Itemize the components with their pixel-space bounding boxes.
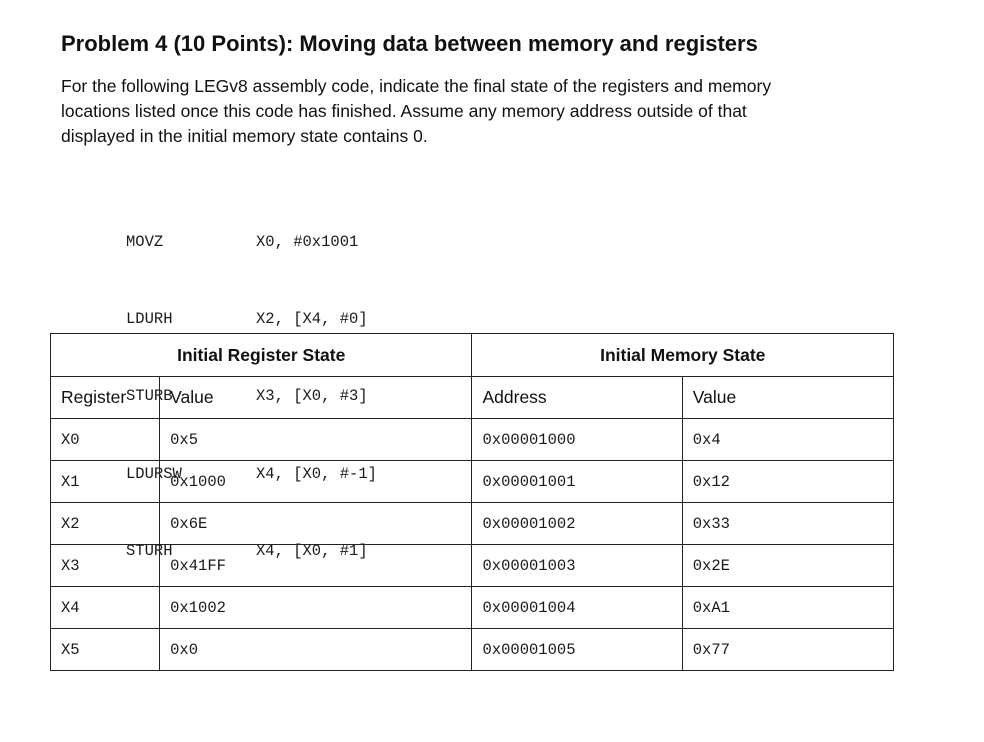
register-name: X1 <box>49 460 161 503</box>
register-state-heading: Initial Register State <box>49 333 473 377</box>
problem-instructions: For the following LEGv8 assembly code, i… <box>61 74 921 149</box>
register-value: 0x1000 <box>159 460 473 503</box>
table-row: X2 0x6E 0x00001002 0x33 <box>49 502 895 545</box>
register-name: X2 <box>49 502 161 545</box>
code-operands: X0, #0x1001 <box>256 232 359 251</box>
code-line: MOVZ X0, #0x1001 <box>126 230 377 256</box>
register-value: 0x41FF <box>159 544 473 587</box>
table-row: X4 0x1002 0x00001004 0xA1 <box>49 586 895 629</box>
memory-address: 0x00001005 <box>471 628 683 671</box>
code-operands: X2, [X4, #0] <box>256 309 368 328</box>
address-column-header: Address <box>471 376 683 419</box>
code-line: LDURH X2, [X4, #0] <box>126 307 377 333</box>
register-name: X3 <box>49 544 161 587</box>
memory-address: 0x00001002 <box>471 502 683 545</box>
code-opcode: MOVZ <box>126 232 164 251</box>
table-group-header-row: Initial Register State Initial Memory St… <box>49 333 894 377</box>
memory-value: 0xA1 <box>681 586 895 629</box>
instruction-line: For the following LEGv8 assembly code, i… <box>61 76 772 96</box>
register-value: 0x1002 <box>159 586 473 629</box>
memory-value: 0x77 <box>681 628 895 671</box>
table-column-header-row: Register Value Address Value <box>49 376 895 419</box>
initial-state-table: Initial Register State Initial Memory St… <box>49 333 895 671</box>
memory-address: 0x00001001 <box>471 460 683 503</box>
instruction-line: displayed in the initial memory state co… <box>61 126 428 146</box>
register-value: 0x0 <box>159 628 473 671</box>
memory-value: 0x12 <box>681 460 895 503</box>
register-value-column-header: Value <box>159 376 473 419</box>
table-row: X3 0x41FF 0x00001003 0x2E <box>49 544 895 587</box>
memory-value: 0x2E <box>681 544 895 587</box>
problem-title: Problem 4 (10 Points): Moving data betwe… <box>61 31 758 56</box>
memory-value: 0x4 <box>681 418 895 461</box>
memory-value-column-header: Value <box>681 376 895 419</box>
instruction-line: locations listed once this code has fini… <box>61 101 747 121</box>
register-value: 0x5 <box>159 418 473 461</box>
memory-value: 0x33 <box>681 502 895 545</box>
code-opcode: LDURH <box>126 309 173 328</box>
memory-address: 0x00001000 <box>471 418 683 461</box>
table-row: X0 0x5 0x00001000 0x4 <box>49 418 895 461</box>
register-name: X5 <box>49 628 161 671</box>
register-name: X0 <box>49 418 161 461</box>
register-value: 0x6E <box>159 502 473 545</box>
register-column-header: Register <box>49 376 161 419</box>
memory-address: 0x00001003 <box>471 544 683 587</box>
memory-address: 0x00001004 <box>471 586 683 629</box>
table-row: X5 0x0 0x00001005 0x77 <box>49 628 895 671</box>
table-row: X1 0x1000 0x00001001 0x12 <box>49 460 895 503</box>
register-name: X4 <box>49 586 161 629</box>
memory-state-heading: Initial Memory State <box>471 333 894 377</box>
